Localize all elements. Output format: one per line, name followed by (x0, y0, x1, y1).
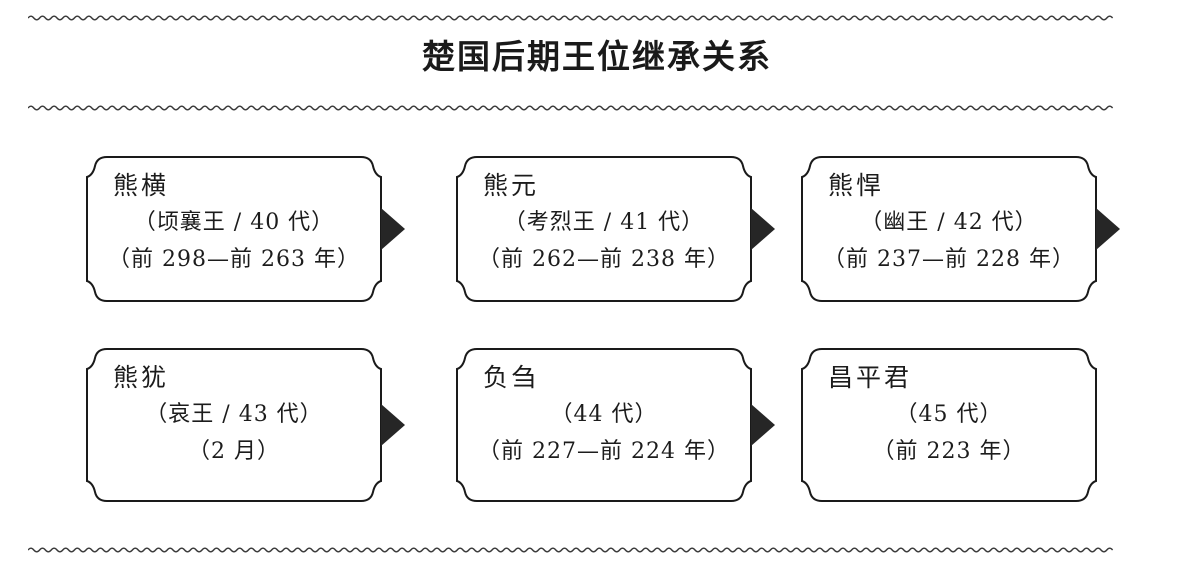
node-sub-0: （顷襄王 / 40 代） (133, 210, 335, 235)
node-name-5: 昌平君 (828, 363, 913, 392)
node-name-1: 熊元 (483, 171, 540, 200)
node-5[interactable]: 昌平君 （45 代） （前 223 年） (800, 347, 1098, 503)
succession-arrow-0-to-1 (381, 208, 405, 250)
node-body-4: 负刍 （44 代） （前 227—前 224 年） (455, 347, 753, 503)
succession-arrow-4-to-5 (751, 404, 775, 446)
page-title: 楚国后期王位继承关系 (422, 37, 772, 76)
node-sub-4: （44 代） (550, 402, 658, 427)
node-1[interactable]: 熊元 （考烈王 / 41 代） （前 262—前 238 年） (455, 155, 753, 303)
node-sub-3: （哀王 / 43 代） (145, 402, 323, 427)
node-name-4: 负刍 (483, 363, 540, 392)
node-sub-1: （考烈王 / 41 代） (503, 210, 705, 235)
node-years-0: （前 298—前 263 年） (108, 247, 360, 272)
succession-arrow-1-to-2 (751, 208, 775, 250)
node-years-4: （前 227—前 224 年） (478, 439, 730, 464)
node-sub-5: （45 代） (895, 402, 1003, 427)
node-years-3: （2 月） (188, 439, 280, 464)
node-0[interactable]: 熊横 （顷襄王 / 40 代） （前 298—前 263 年） (85, 155, 383, 303)
node-body-2: 熊悍 （幽王 / 42 代） （前 237—前 228 年） (800, 155, 1098, 303)
wavy-rule-bottom (28, 544, 1166, 556)
node-2[interactable]: 熊悍 （幽王 / 42 代） （前 237—前 228 年） (800, 155, 1098, 303)
node-sub-2: （幽王 / 42 代） (860, 210, 1038, 235)
node-4[interactable]: 负刍 （44 代） （前 227—前 224 年） (455, 347, 753, 503)
node-3[interactable]: 熊犹 （哀王 / 43 代） （2 月） (85, 347, 383, 503)
node-body-1: 熊元 （考烈王 / 41 代） （前 262—前 238 年） (455, 155, 753, 303)
node-name-3: 熊犹 (113, 363, 170, 392)
node-body-0: 熊横 （顷襄王 / 40 代） （前 298—前 263 年） (85, 155, 383, 303)
node-years-5: （前 223 年） (872, 439, 1026, 464)
node-years-2: （前 237—前 228 年） (823, 247, 1075, 272)
succession-arrow-3-to-4 (381, 404, 405, 446)
succession-arrow-2-to-3 (1096, 208, 1120, 250)
node-body-3: 熊犹 （哀王 / 43 代） （2 月） (85, 347, 383, 503)
node-name-2: 熊悍 (828, 171, 885, 200)
node-name-0: 熊横 (113, 171, 170, 200)
wavy-rule-under-title (28, 102, 1166, 114)
node-body-5: 昌平君 （45 代） （前 223 年） (800, 347, 1098, 503)
wavy-rule-top (28, 12, 1166, 24)
node-years-1: （前 262—前 238 年） (478, 247, 730, 272)
